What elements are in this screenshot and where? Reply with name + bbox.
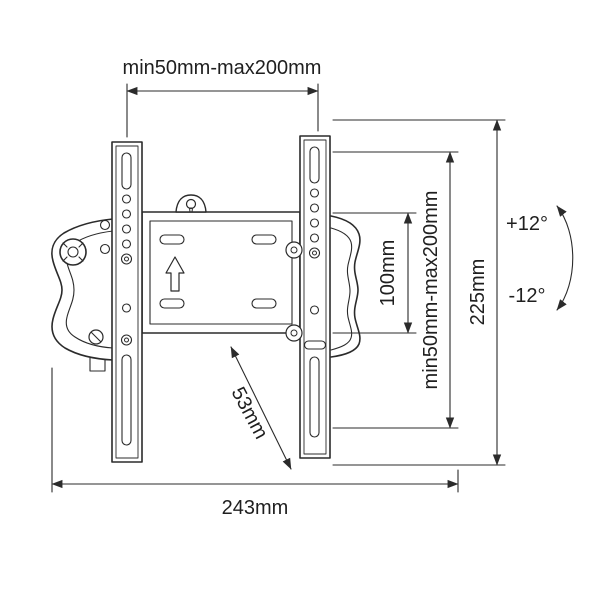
- rail-hole: [121, 194, 132, 204]
- dimension-top-width: [126, 83, 319, 138]
- label-tilt-down: -12°: [509, 285, 546, 307]
- rail-slot: [309, 146, 320, 184]
- screw-slot: [90, 331, 102, 343]
- tension-knob: [59, 238, 87, 266]
- keyhole-tab: [175, 194, 207, 213]
- screw-head: [285, 324, 303, 342]
- rail-slot: [303, 340, 327, 350]
- rail-hole: [309, 233, 320, 243]
- rail-slot: [121, 152, 132, 190]
- dimension-vesa-100: [332, 212, 417, 334]
- rail-hole: [121, 303, 132, 313]
- label-vertical-range: min50mm-max200mm: [420, 191, 442, 390]
- label-overall-width: 243mm: [222, 497, 289, 519]
- left-arm-hook: [89, 357, 106, 372]
- rail-hole: [120, 253, 133, 265]
- label-overall-height: 225mm: [467, 259, 489, 326]
- wall-plate: [141, 194, 301, 334]
- screw-head: [99, 243, 111, 255]
- left-clamp-arm: [51, 218, 114, 372]
- plate-slot: [159, 234, 185, 245]
- screw-head: [290, 246, 298, 254]
- rail-hole: [121, 209, 132, 219]
- rail-slot: [309, 356, 320, 438]
- dimension-vertical-range: [332, 151, 459, 429]
- rail-hole: [309, 305, 320, 315]
- up-arrow-icon: [165, 256, 185, 292]
- screws: [88, 219, 303, 345]
- rail-hole: [309, 218, 320, 228]
- keyhole-notch: [189, 207, 193, 213]
- label-depth: 53mm: [227, 383, 273, 442]
- rail-hole: [124, 256, 129, 262]
- rail-hole: [309, 188, 320, 198]
- screw-head: [99, 219, 111, 231]
- screw-head: [290, 329, 298, 337]
- tilt-arrow-icon: [556, 205, 574, 311]
- dimension-overall-height: [332, 119, 506, 466]
- plate-slot: [251, 298, 277, 309]
- label-top-width: min50mm-max200mm: [123, 57, 322, 79]
- rail-hole: [124, 337, 129, 343]
- label-vesa-100: 100mm: [377, 240, 399, 307]
- plate-slot: [159, 298, 185, 309]
- rail-hole: [309, 203, 320, 213]
- dimension-overall-width: [51, 367, 459, 493]
- rail-hole: [121, 224, 132, 234]
- screw-head: [285, 241, 303, 259]
- rail-hole: [121, 239, 132, 249]
- right-clamp-arm: [330, 215, 361, 358]
- plate-slot: [251, 234, 277, 245]
- right-tv-rail: [299, 135, 331, 459]
- rail-hole: [120, 334, 133, 346]
- rail-hole: [312, 250, 317, 256]
- rail-hole: [308, 247, 321, 259]
- label-tilt-up: +12°: [506, 213, 548, 235]
- dimension-depth: [230, 346, 292, 470]
- rail-slot: [121, 354, 132, 446]
- left-tv-rail: [111, 141, 143, 463]
